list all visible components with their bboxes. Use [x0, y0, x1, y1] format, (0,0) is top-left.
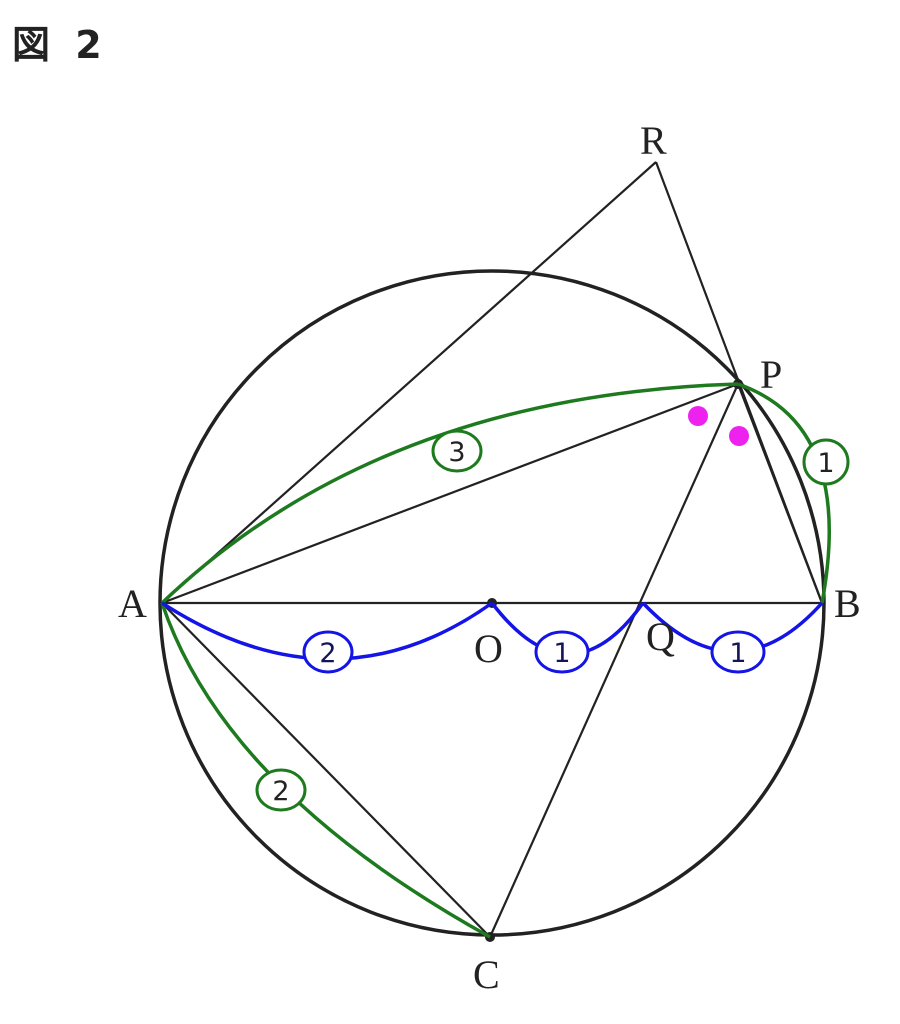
ratio-label-ac: 2 [272, 776, 289, 807]
label-o: O [474, 626, 503, 671]
segment-ar [161, 161, 657, 604]
segment-cp [488, 383, 740, 938]
angle-mark-1 [688, 406, 708, 426]
ratio-label-qb: 1 [729, 638, 746, 669]
label-p: P [760, 352, 782, 397]
ratio-badge-qb: 1 [710, 630, 766, 674]
segment-pb [736, 383, 824, 604]
arc-ap-green [160, 382, 739, 605]
label-a: A [118, 581, 147, 626]
ratio-badge-oq: 1 [534, 630, 590, 674]
label-q: Q [646, 614, 675, 659]
label-r: R [640, 118, 667, 163]
ratio-label-ap: 3 [448, 437, 465, 468]
angle-mark-2 [729, 426, 749, 446]
ratio-label-ao: 2 [319, 638, 336, 669]
figure-title: 図 2 [12, 23, 108, 67]
segment-ac [161, 602, 491, 938]
label-b: B [834, 581, 861, 626]
ratio-badge-ao: 2 [302, 630, 354, 674]
ratio-badge-ac: 2 [255, 768, 307, 812]
ratio-badge-ap: 3 [431, 429, 483, 473]
ratio-label-pb: 1 [817, 448, 834, 479]
ratio-badge-pb: 1 [802, 438, 850, 486]
segment-ap [161, 382, 739, 605]
label-c: C [473, 952, 500, 997]
ratio-label-oq: 1 [553, 638, 570, 669]
